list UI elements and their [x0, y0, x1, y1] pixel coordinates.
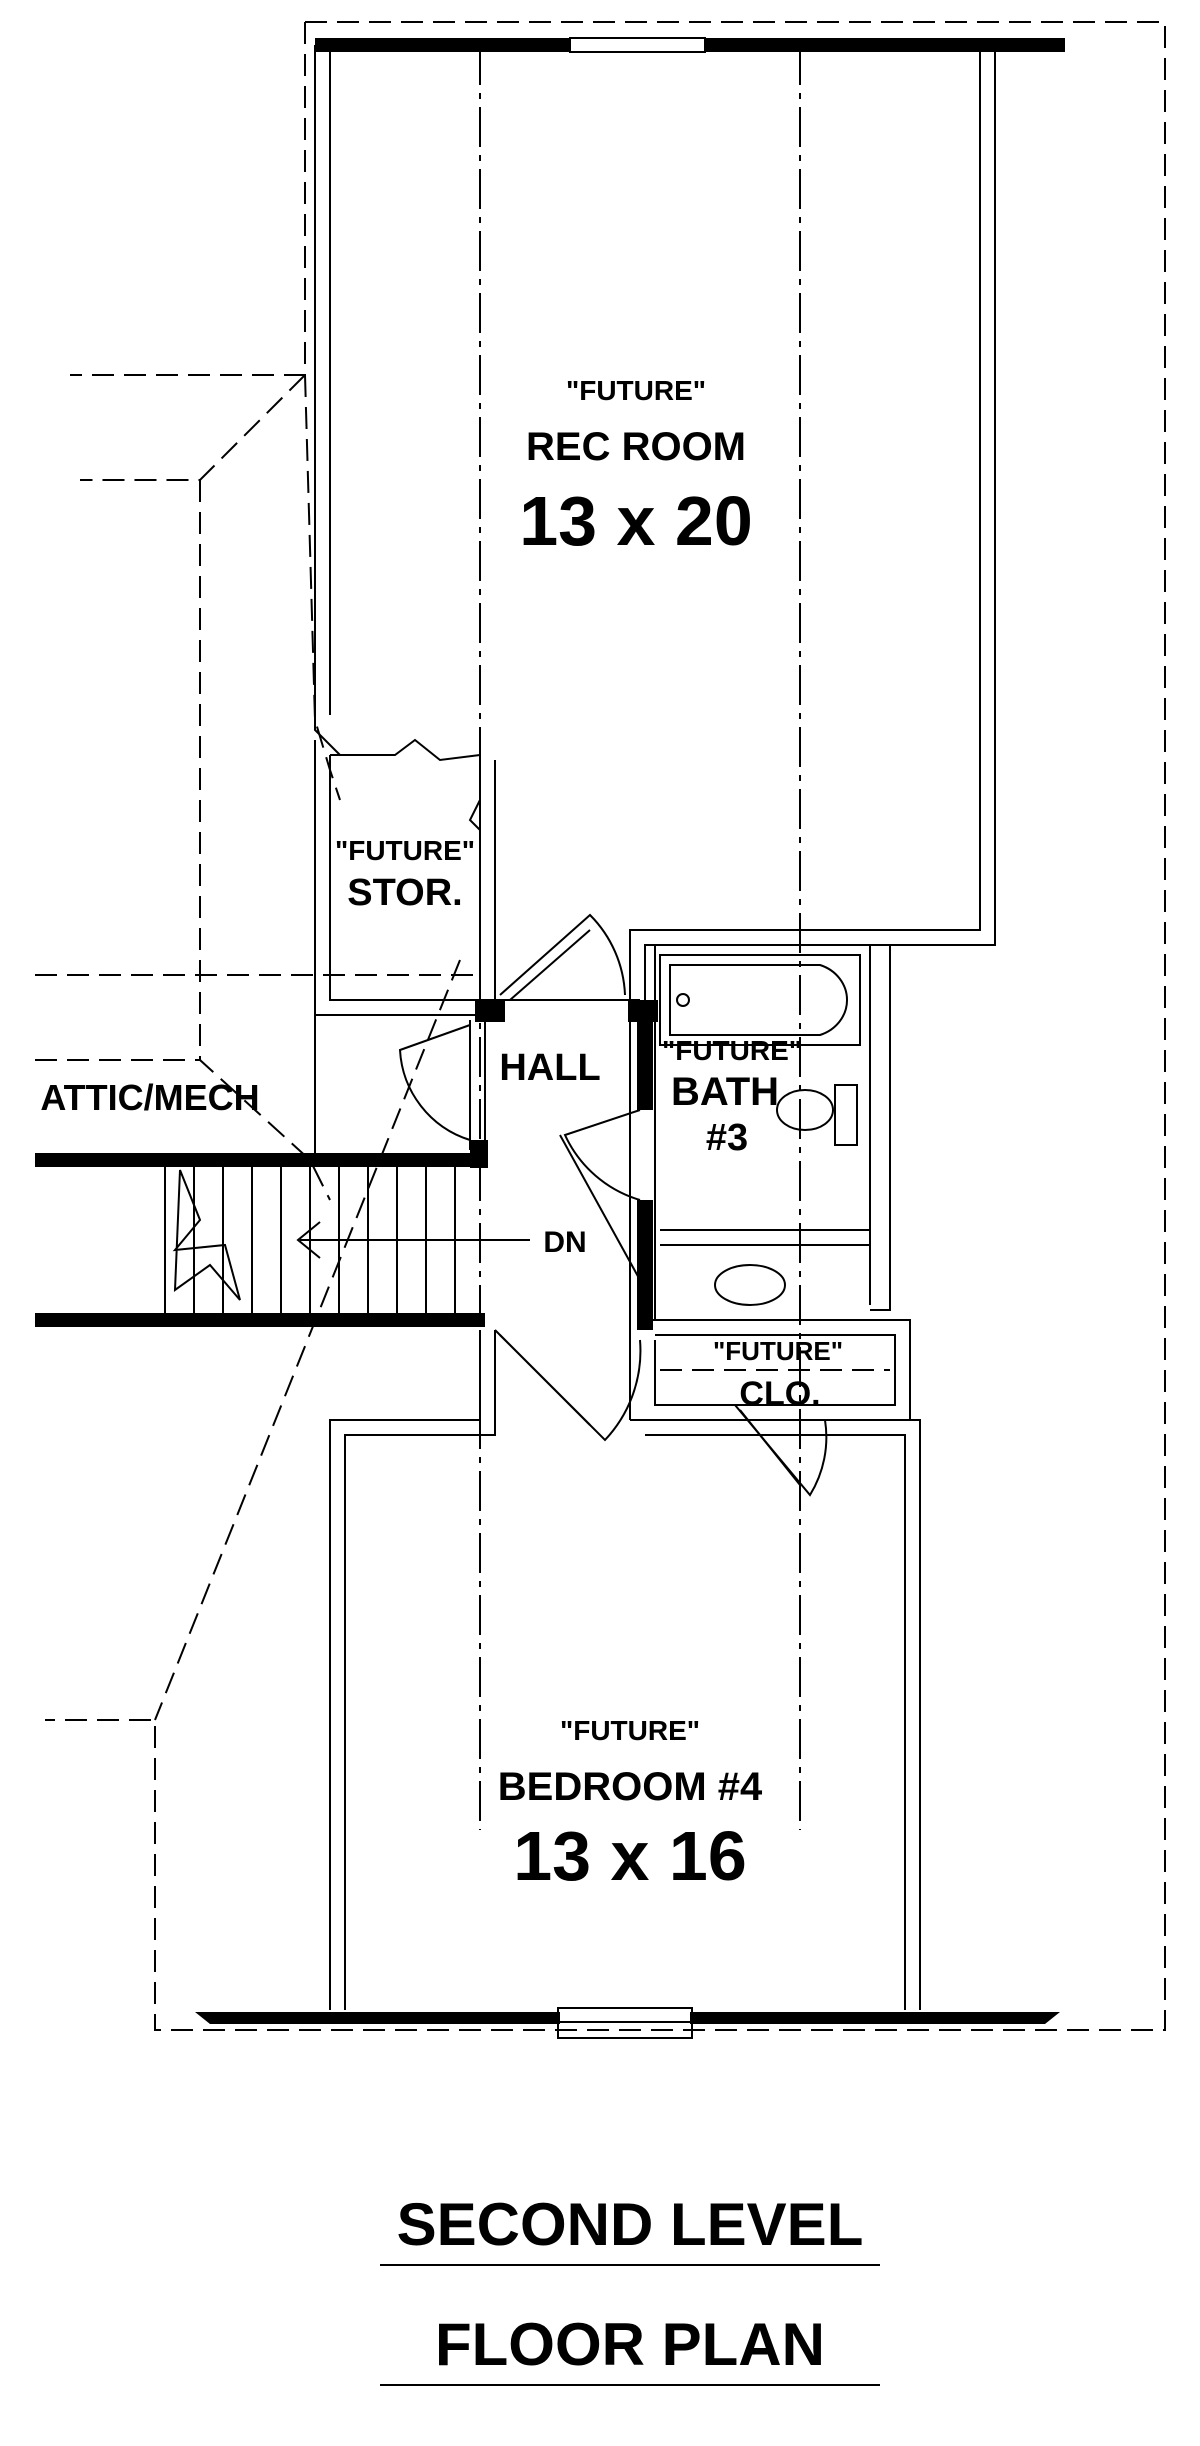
storage-name: STOR. [347, 872, 462, 914]
storage-status: "FUTURE" [335, 835, 475, 866]
lower-wall [195, 2007, 1060, 2039]
rec-room-dims: 13 x 20 [519, 482, 753, 560]
title-line-1: SECOND LEVEL [397, 2191, 864, 2258]
roof-outline [35, 21, 1166, 2031]
bath-name: BATH [671, 1070, 779, 1114]
stairs-down-label: DN [543, 1226, 586, 1259]
rec-room-status: "FUTURE" [566, 375, 706, 406]
attic-name: ATTIC/MECH [40, 1077, 259, 1118]
hall-name: HALL [499, 1047, 600, 1089]
bath-number: #3 [706, 1117, 748, 1159]
rec-room-name: REC ROOM [526, 425, 746, 469]
closet-walls [629, 1319, 911, 1497]
bedroom-status: "FUTURE" [560, 1715, 700, 1746]
bedroom-dims: 13 x 16 [513, 1817, 747, 1895]
bath-walls [629, 930, 891, 1330]
bedroom-walls [329, 1330, 921, 2010]
hall-walls [314, 913, 658, 1442]
title-rules [380, 2264, 880, 2386]
closet-name: CLO. [739, 1375, 820, 1413]
bedroom-name: BEDROOM #4 [498, 1765, 763, 1809]
title-line-2: FLOOR PLAN [435, 2311, 825, 2378]
closet-status: "FUTURE" [713, 1336, 843, 1366]
ridge-lines [479, 45, 801, 1830]
staircase [35, 1140, 530, 1327]
upper-wall [315, 37, 1065, 53]
bath-status: "FUTURE" [662, 1035, 802, 1066]
